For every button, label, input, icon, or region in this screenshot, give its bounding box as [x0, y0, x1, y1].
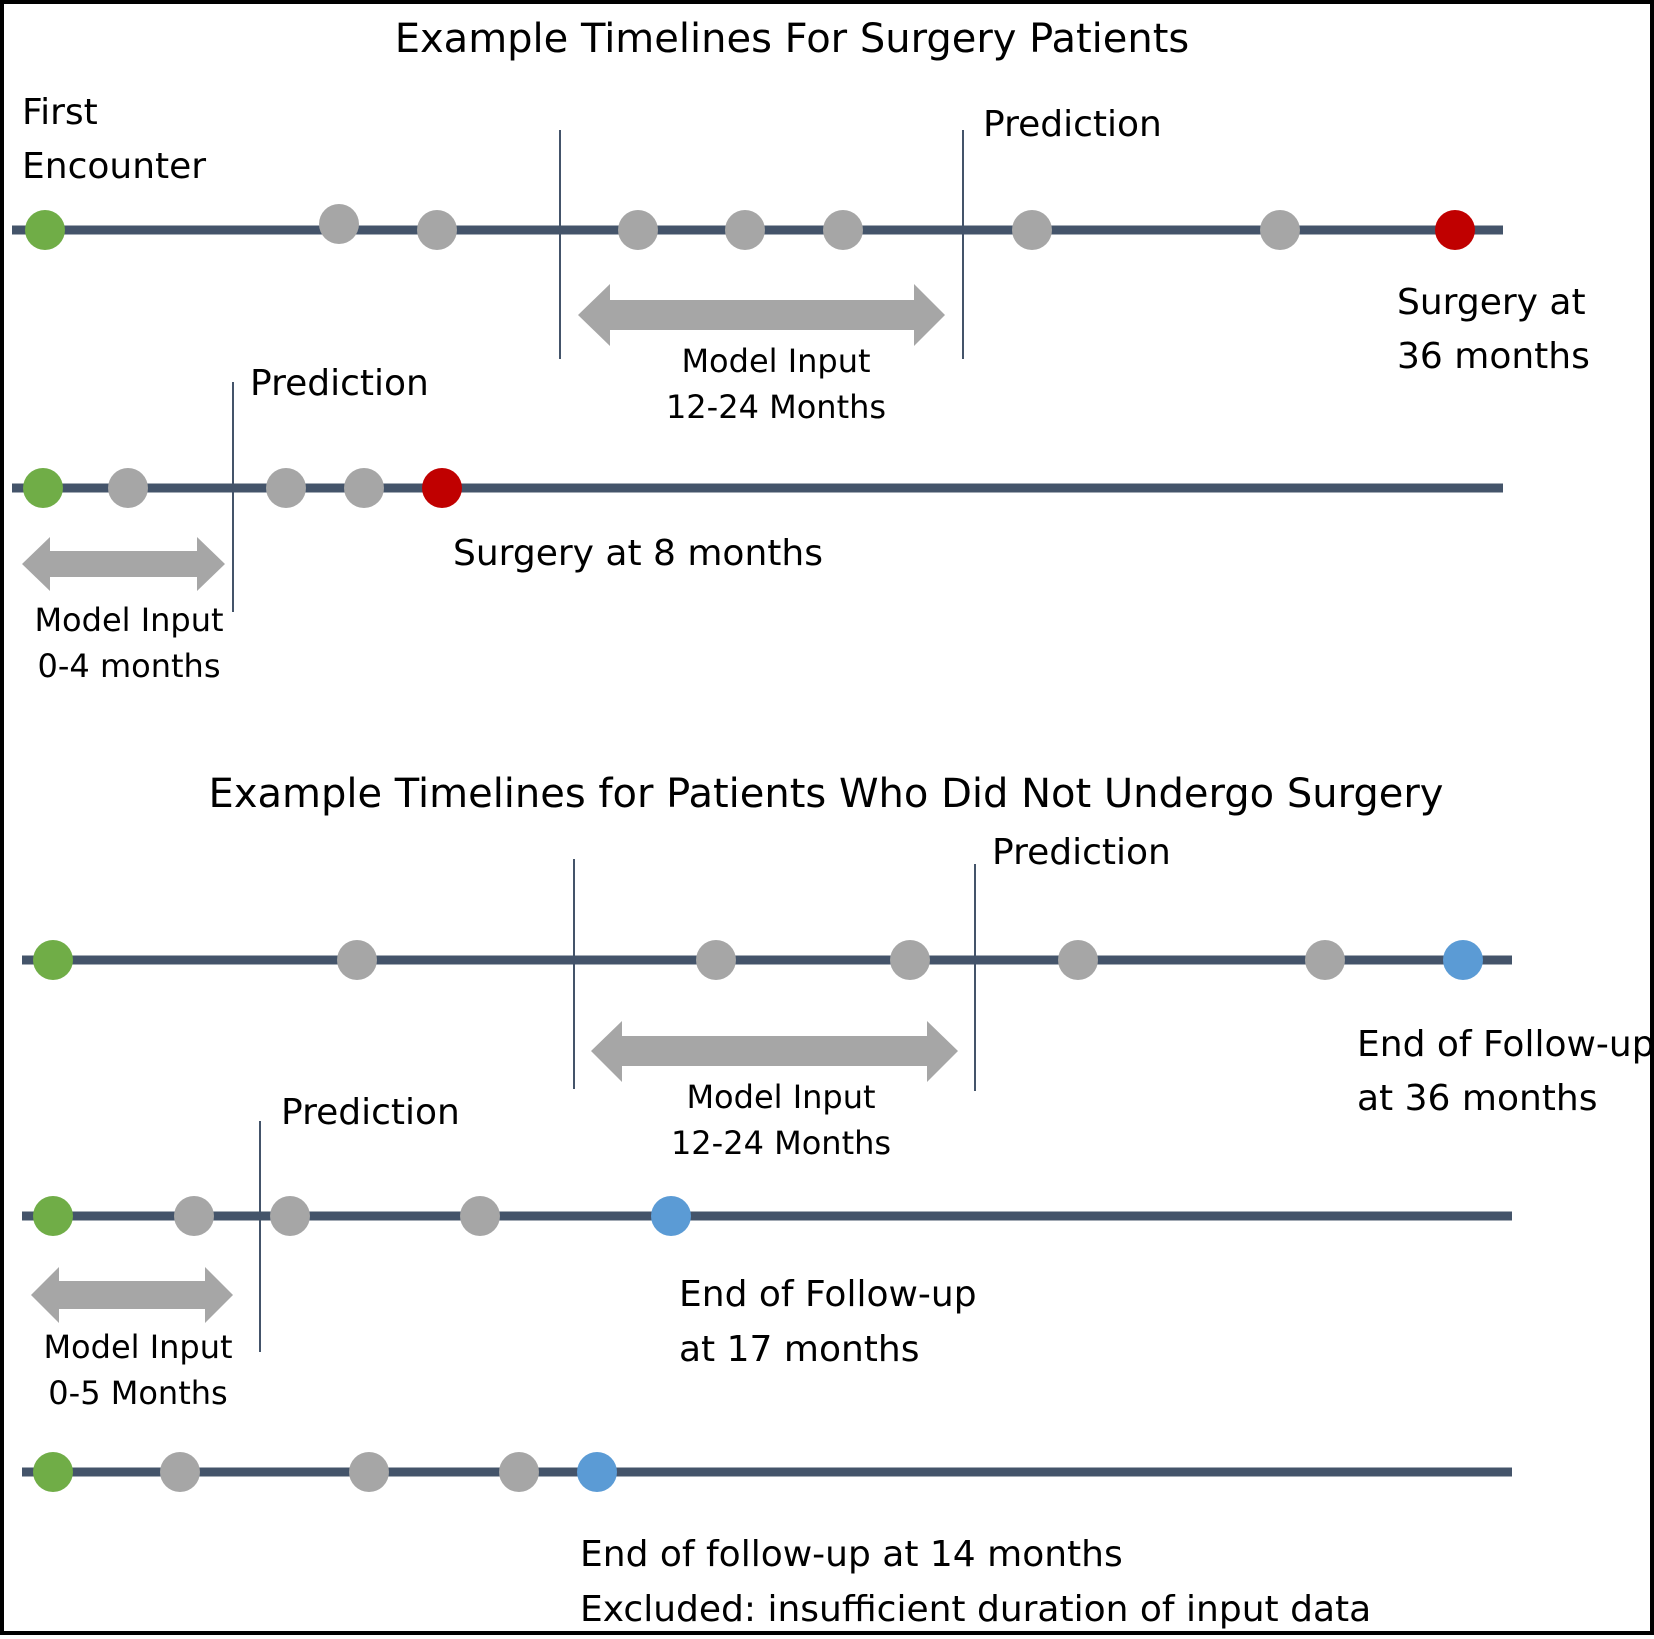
- timeline-2-visit-dot: [344, 468, 384, 508]
- timeline-3-visit-dot: [1058, 940, 1098, 980]
- timeline-3-model-input-label-line-2: 12-24 Months: [671, 1124, 891, 1162]
- timeline-1-visit-dot: [823, 210, 863, 250]
- timeline-3-prediction-label: Prediction: [992, 832, 1171, 873]
- timeline-4-prediction-label: Prediction: [281, 1092, 460, 1133]
- timeline-2-outcome-label: Surgery at 8 months: [453, 533, 823, 574]
- timeline-1-visit-dot: [618, 210, 658, 250]
- timeline-1-visit-dot: [1012, 210, 1052, 250]
- timeline-4-visit-dot: [270, 1196, 310, 1236]
- timeline-1-outcome-label-line-2: 36 months: [1397, 336, 1590, 377]
- first-encounter-label-line-1: First: [22, 92, 98, 133]
- timeline-3-first-encounter-dot: [33, 940, 73, 980]
- timeline-5-outcome-label-line-1: End of follow-up at 14 months: [580, 1534, 1123, 1575]
- timeline-1-first-encounter-dot: [25, 210, 65, 250]
- timeline-3-outcome-label-line-2: at 36 months: [1357, 1078, 1597, 1119]
- timeline-4-outcome-label-line-1: End of Follow-up: [679, 1274, 977, 1315]
- no-surgery-section-title: Example Timelines for Patients Who Did N…: [209, 771, 1444, 817]
- timeline-4-first-encounter-dot: [33, 1196, 73, 1236]
- timeline-5-outcome-label-line-2: Excluded: insufficient duration of input…: [580, 1589, 1371, 1630]
- timeline-1-model-input-label-line-2: 12-24 Months: [666, 388, 886, 426]
- timeline-2-visit-dot: [266, 468, 306, 508]
- surgery-section-title: Example Timelines For Surgery Patients: [395, 16, 1190, 62]
- timeline-3-visit-dot: [1305, 940, 1345, 980]
- timeline-3-visit-dot: [890, 940, 930, 980]
- timeline-3-end-of-follow-up-dot: [1443, 940, 1483, 980]
- timeline-5-visit-dot: [349, 1452, 389, 1492]
- timeline-4-model-input-label-line-1: Model Input: [43, 1328, 232, 1366]
- first-encounter-label-line-2: Encounter: [22, 146, 206, 187]
- timeline-2-surgery-dot: [422, 468, 462, 508]
- timeline-1-model-input-label-line-1: Model Input: [681, 342, 870, 380]
- timeline-5-first-encounter-dot: [33, 1452, 73, 1492]
- timeline-1-visit-dot: [417, 210, 457, 250]
- timeline-3-visit-dot: [696, 940, 736, 980]
- timeline-2: Prediction Model Input 0-4 months Surger…: [12, 363, 1503, 685]
- timeline-1-outcome-label-line-1: Surgery at: [1397, 282, 1586, 323]
- timeline-1-visit-dot: [1260, 210, 1300, 250]
- timeline-4-end-of-follow-up-dot: [651, 1196, 691, 1236]
- timeline-3: Prediction Model Input 12-24 Months End …: [22, 832, 1654, 1162]
- timeline-1-visit-dot: [319, 204, 359, 244]
- timeline-4: Prediction Model Input 0-5 Months End of…: [22, 1092, 1512, 1412]
- timeline-5: End of follow-up at 14 months Excluded: …: [22, 1452, 1512, 1630]
- timeline-5-end-of-follow-up-dot: [577, 1452, 617, 1492]
- timeline-1-visit-dot: [725, 210, 765, 250]
- timeline-2-visit-dot: [108, 468, 148, 508]
- timeline-3-model-input-arrow: [591, 1021, 958, 1082]
- timeline-3-model-input-label-line-1: Model Input: [686, 1078, 875, 1116]
- timeline-1-surgery-dot: [1435, 210, 1475, 250]
- timeline-1: Prediction Model Input 12-24 Months Surg…: [12, 104, 1590, 426]
- timeline-3-outcome-label-line-1: End of Follow-up: [1357, 1024, 1654, 1065]
- timeline-diagram: Example Timelines For Surgery Patients F…: [12, 16, 1654, 1630]
- timeline-2-prediction-label: Prediction: [250, 363, 429, 404]
- timeline-4-visit-dot: [460, 1196, 500, 1236]
- timeline-4-visit-dot: [174, 1196, 214, 1236]
- timeline-5-visit-dot: [499, 1452, 539, 1492]
- timeline-2-model-input-arrow: [22, 537, 225, 591]
- timeline-4-model-input-arrow: [31, 1267, 233, 1323]
- timeline-4-outcome-label-line-2: at 17 months: [679, 1329, 919, 1370]
- timeline-2-model-input-label-line-1: Model Input: [34, 601, 223, 639]
- timeline-1-model-input-arrow: [578, 284, 945, 346]
- timeline-2-model-input-label-line-2: 0-4 months: [38, 647, 221, 685]
- timeline-2-first-encounter-dot: [23, 468, 63, 508]
- timeline-1-prediction-label: Prediction: [983, 104, 1162, 145]
- timeline-3-visit-dot: [337, 940, 377, 980]
- timeline-4-model-input-label-line-2: 0-5 Months: [48, 1374, 227, 1412]
- timeline-5-visit-dot: [160, 1452, 200, 1492]
